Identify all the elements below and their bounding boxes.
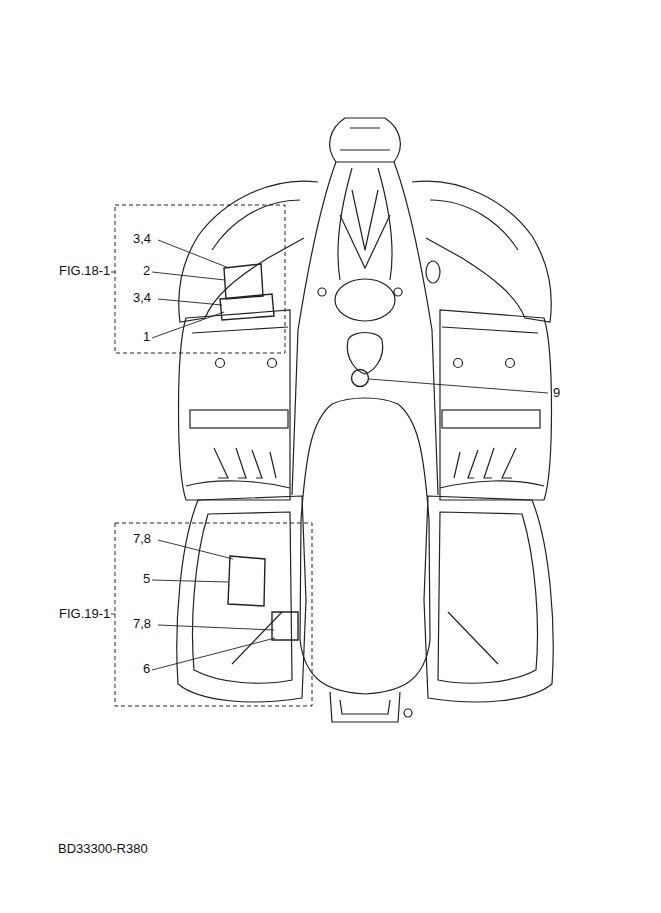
figure-reference: FIG.18-1 (58, 263, 111, 278)
callout-number: 2 (142, 263, 151, 278)
callout-number: 1 (142, 329, 151, 344)
callout-number: 3,4 (132, 290, 152, 305)
callout-number: 3,4 (132, 231, 152, 246)
callout-number: 7,8 (132, 616, 152, 631)
drawing-code: BD33300-R380 (57, 841, 149, 856)
callout-number: 9 (552, 385, 561, 400)
figure-reference: FIG.19-1 (58, 606, 111, 621)
callout-number: 5 (142, 571, 151, 586)
callout-number: 6 (142, 661, 151, 676)
callout-number: 7,8 (132, 531, 152, 546)
